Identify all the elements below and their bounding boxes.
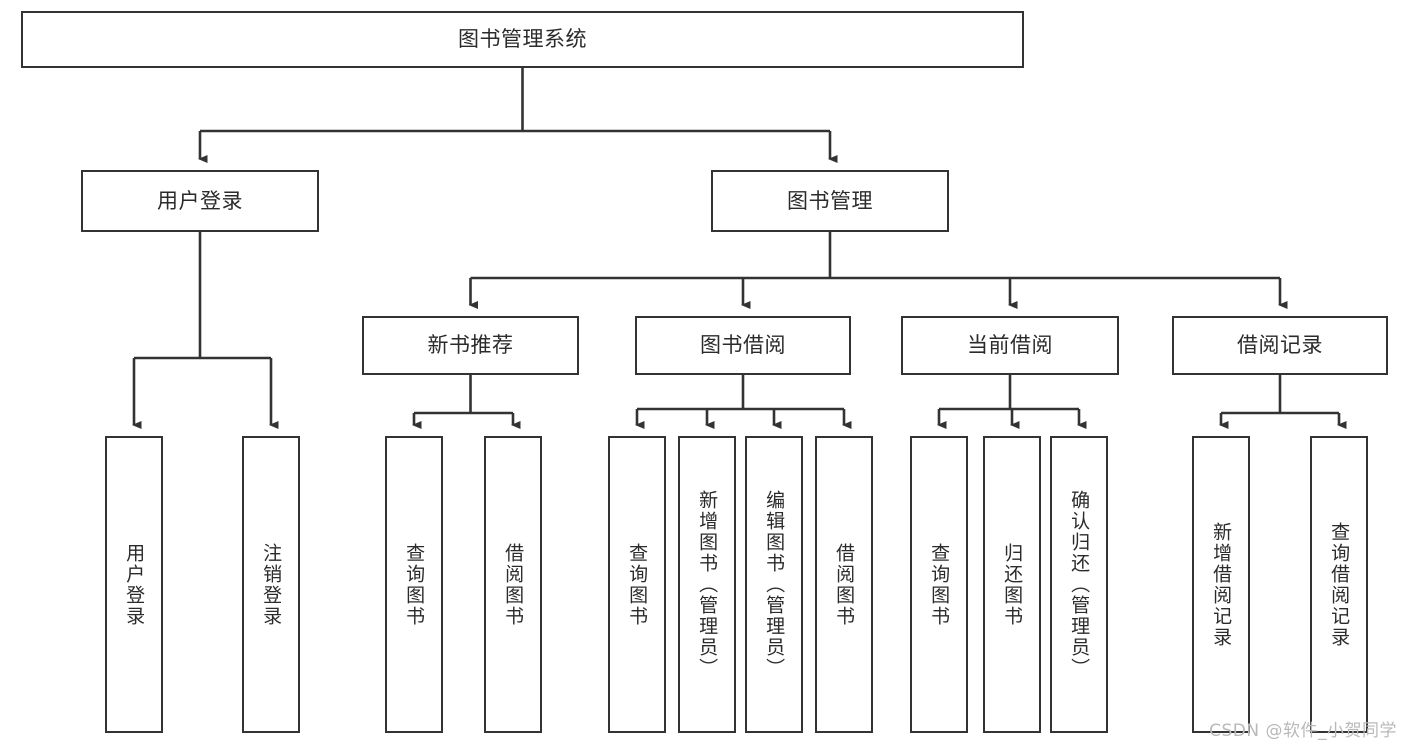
node-leaf-query-rec[interactable]: 查询借阅记录	[1310, 436, 1368, 733]
node-leaf-add-rec[interactable]: 新增借阅记录	[1192, 436, 1250, 733]
node-label: 用户登录	[123, 542, 146, 627]
node-label: 归还图书	[1001, 542, 1024, 627]
node-label: 图书管理系统	[458, 27, 587, 52]
node-label: 编辑图书（管理员）	[763, 490, 786, 679]
node-label: 图书借阅	[700, 333, 786, 358]
node-book-borrow[interactable]: 图书借阅	[635, 316, 851, 375]
node-label: 新增借阅记录	[1210, 521, 1233, 648]
node-label: 借阅图书	[833, 542, 856, 627]
node-leaf-user-login[interactable]: 用户登录	[105, 436, 163, 733]
node-label: 查询图书	[928, 542, 951, 627]
node-label: 新书推荐	[427, 333, 514, 358]
node-leaf-return[interactable]: 归还图书	[983, 436, 1041, 733]
node-current-borrow[interactable]: 当前借阅	[901, 316, 1119, 375]
node-label: 当前借阅	[967, 333, 1053, 358]
node-label: 新增图书（管理员）	[696, 490, 719, 679]
node-leaf-borrow-2[interactable]: 借阅图书	[815, 436, 873, 733]
node-leaf-confirm[interactable]: 确认归还（管理员）	[1050, 436, 1108, 733]
node-label: 查询借阅记录	[1328, 521, 1351, 648]
node-book-manage[interactable]: 图书管理	[711, 170, 949, 232]
node-leaf-add-book[interactable]: 新增图书（管理员）	[678, 436, 736, 733]
node-label: 图书管理	[787, 188, 873, 213]
node-leaf-edit-book[interactable]: 编辑图书（管理员）	[745, 436, 803, 733]
node-leaf-query-3[interactable]: 查询图书	[910, 436, 968, 733]
node-leaf-query-1[interactable]: 查询图书	[385, 436, 443, 733]
node-label: 查询图书	[403, 542, 426, 627]
node-borrow-record[interactable]: 借阅记录	[1172, 316, 1388, 375]
csdn-watermark: CSDN @软件_小贺同学	[1209, 721, 1397, 741]
node-label: 确认归还（管理员）	[1068, 490, 1091, 679]
node-user-login[interactable]: 用户登录	[81, 170, 319, 232]
node-leaf-borrow-1[interactable]: 借阅图书	[484, 436, 542, 733]
node-leaf-logout[interactable]: 注销登录	[242, 436, 300, 733]
node-root[interactable]: 图书管理系统	[21, 11, 1024, 68]
node-label: 查询图书	[626, 542, 649, 627]
node-leaf-query-2[interactable]: 查询图书	[608, 436, 666, 733]
node-label: 用户登录	[157, 188, 243, 213]
node-label: 借阅记录	[1237, 333, 1323, 358]
node-label: 注销登录	[260, 542, 283, 627]
node-label: 借阅图书	[502, 542, 525, 627]
node-new-book-rec[interactable]: 新书推荐	[362, 316, 579, 375]
